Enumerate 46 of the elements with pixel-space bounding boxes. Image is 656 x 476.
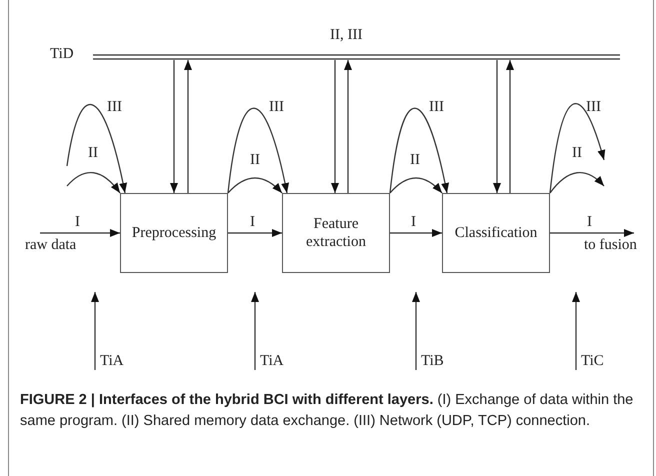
edge-label: II — [250, 151, 260, 169]
curved-arrow — [550, 172, 604, 194]
edge-label: II — [572, 144, 582, 162]
figure-caption: FIGURE 2 | Interfaces of the hybrid BCI with different layers. (I) Exchange of data within the same program. (II) Shared memory data exchange. (III) Network (UDP, TCP) connection. — [20, 391, 634, 431]
process-box: Classification — [442, 193, 550, 273]
curved-arrow — [66, 172, 120, 194]
arrow — [550, 229, 634, 237]
arrow — [184, 60, 192, 193]
data-label: to fusion — [584, 233, 648, 254]
arrow — [331, 60, 339, 193]
edge-label: III — [429, 98, 444, 116]
curved-arrow — [390, 177, 442, 194]
interface-label: TiB — [416, 350, 456, 370]
edge-label: II — [410, 151, 420, 169]
arrow — [572, 292, 580, 370]
edge-label: III — [586, 98, 601, 116]
curved-arrow — [389, 108, 449, 194]
edge-label: I — [411, 213, 416, 231]
arrow — [40, 229, 120, 237]
edge-label: I — [75, 213, 80, 231]
arrow — [251, 292, 259, 370]
arrow — [506, 60, 514, 193]
interface-label: TiC — [576, 350, 616, 370]
curved-arrow — [228, 177, 282, 194]
curved-arrow — [66, 104, 127, 194]
curved-arrow — [227, 108, 289, 194]
arrow — [493, 60, 501, 193]
interface-label: TiA — [95, 350, 135, 370]
arrow — [228, 229, 282, 237]
data-label: raw data — [25, 233, 91, 254]
process-box: Preprocessing — [120, 193, 228, 273]
edge-label: III — [107, 98, 122, 116]
process-box: Feature extraction — [282, 193, 390, 273]
edge-label: III — [269, 98, 284, 116]
arrow — [344, 60, 352, 193]
arrow — [390, 229, 442, 237]
arrow — [170, 60, 178, 193]
edge-label: I — [587, 213, 592, 231]
edge-label: I — [250, 213, 255, 231]
curved-arrow — [549, 103, 605, 194]
bus-label: TiD — [50, 46, 74, 62]
edge-label: II — [88, 144, 98, 162]
interface-label: TiA — [255, 350, 295, 370]
arrow — [412, 292, 420, 370]
bus-layer-label: II, III — [330, 26, 362, 44]
arrow — [91, 292, 99, 370]
